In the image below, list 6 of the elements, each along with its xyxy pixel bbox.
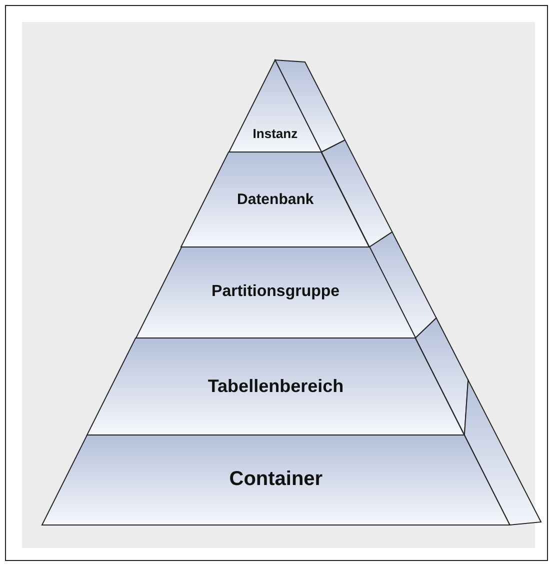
- layer-label: Instanz: [252, 126, 299, 141]
- layer-label: Tabellenbereich: [206, 376, 345, 397]
- pyramid-layer: [228, 60, 322, 152]
- layer-label: Container: [228, 468, 324, 491]
- layer-label: Partitionsgruppe: [210, 282, 341, 301]
- layer-label: Datenbank: [236, 190, 315, 208]
